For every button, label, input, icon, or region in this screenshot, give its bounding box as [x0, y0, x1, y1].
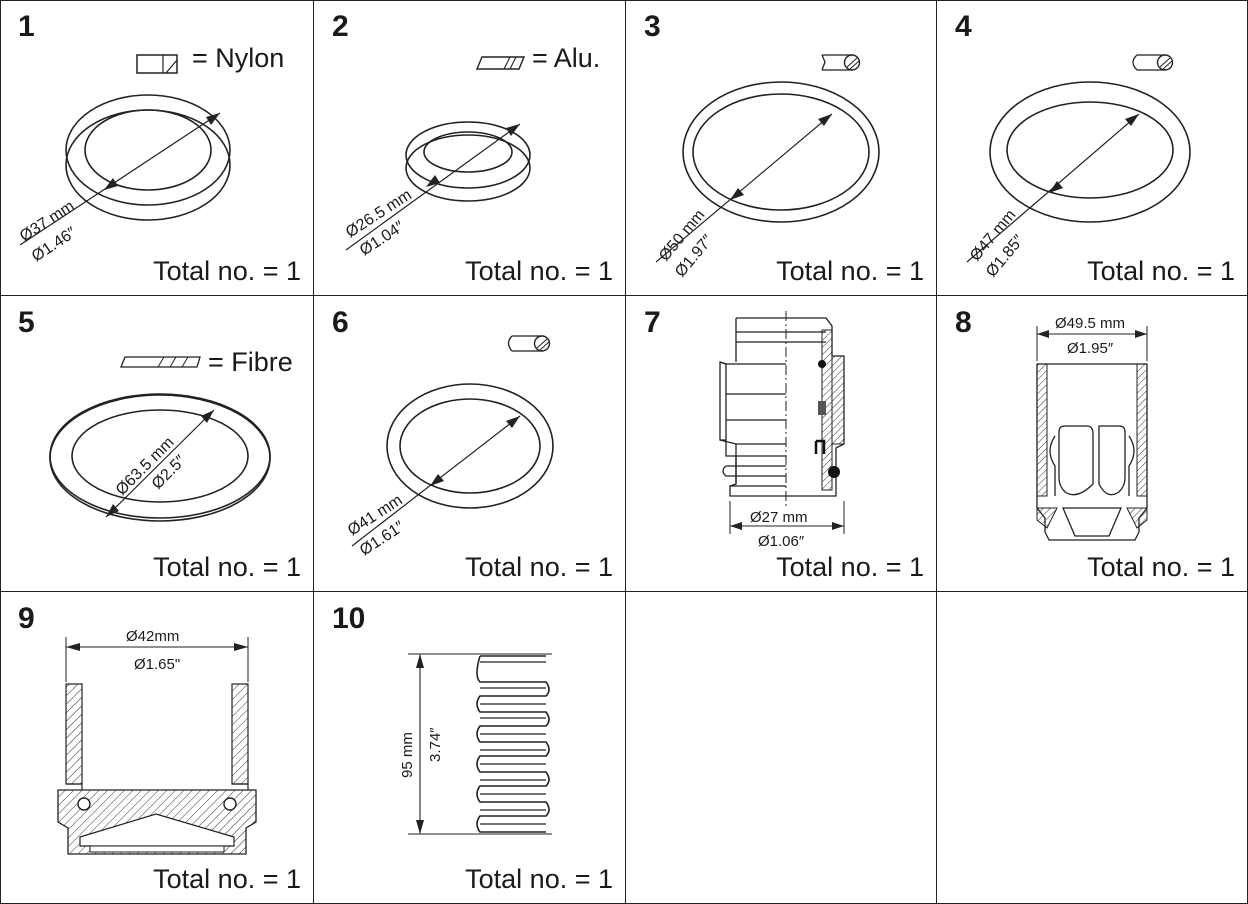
part-number: 2: [332, 10, 349, 43]
section-hatch: [65, 683, 83, 785]
total-count: Total no. = 1: [153, 256, 301, 286]
dimension-inch: Ø1.06″: [758, 533, 805, 550]
total-count: Total no. = 1: [153, 864, 301, 894]
part-number: 4: [955, 10, 972, 43]
nylon-ring-drawing: Ø37 mm Ø1.46″: [17, 54, 231, 265]
material-legend: = Fibre: [208, 347, 293, 377]
ring-body: [65, 94, 231, 221]
part-cell-8: 8 Ø49.5 mm Ø1.95″: [937, 296, 1248, 592]
oring-drawing: Ø50 mm Ø1.97″: [655, 54, 880, 281]
total-count: Total no. = 1: [153, 552, 301, 582]
part-cell-6: 6 Ø41 mm Ø1.61″ Total no. = 1: [314, 296, 626, 592]
oring-section-icon: [821, 54, 861, 71]
oring-section: [77, 797, 91, 811]
valve-insert-drawing: Ø27 mm Ø1.06″: [719, 311, 845, 550]
oring-drawing: Ø41 mm Ø1.61″: [345, 335, 554, 559]
ring-body: [386, 383, 554, 509]
total-count: Total no. = 1: [465, 864, 613, 894]
part-cell-4: 4 Ø47 mm Ø1.85″ Total no. = 1: [937, 0, 1248, 296]
fibre-gasket-drawing: Ø63.5 mm Ø2.5″: [49, 356, 271, 522]
cage-drawing: Ø49.5 mm Ø1.95″: [1036, 315, 1148, 541]
part-cell-2: 2 Ø26.5 mm Ø1.04″ = Alu. Total no. = 1: [314, 0, 626, 296]
dimension-inch: Ø1.65": [134, 656, 180, 673]
total-count: Total no. = 1: [465, 552, 613, 582]
alu-swatch-icon: [475, 56, 526, 70]
alu-ring-drawing: Ø26.5 mm Ø1.04″: [343, 56, 531, 259]
part-number: 10: [332, 602, 366, 635]
part-cell-1: 1 Ø37 mm Ø1.46″ = Nylon Total no. = 1: [0, 0, 314, 296]
part-cell-3: 3 Ø50 mm Ø1.97″ Total no. = 1: [626, 0, 937, 296]
spring-drawing: 95 mm 3.74″: [399, 653, 552, 835]
empty-cell: [626, 592, 937, 904]
part-number: 5: [18, 306, 35, 339]
dimension-mm: Ø42mm: [126, 628, 179, 645]
dimension-inch: 3.74″: [427, 727, 444, 762]
nylon-swatch-icon: [136, 54, 178, 74]
part-cell-10: 10 95 mm 3.74″ Total no. = 1: [314, 592, 626, 904]
fibre-swatch-icon: [120, 356, 201, 368]
spring-coil: [476, 655, 550, 833]
dimension-mm: 95 mm: [399, 732, 416, 778]
section-hatch: [1036, 363, 1048, 497]
part-cell-9: 9 Ø42mm Ø1.65" Total no. = 1: [0, 592, 314, 904]
diameter-line: [345, 123, 521, 251]
total-count: Total no. = 1: [465, 256, 613, 286]
oring-section: [818, 360, 826, 368]
ring-body: [682, 81, 880, 223]
dimension-inch: Ø1.95″: [1067, 340, 1114, 357]
empty-cell: [937, 592, 1248, 904]
part-number: 9: [18, 602, 35, 635]
ring-body: [405, 121, 531, 202]
gasket-body: [49, 393, 271, 522]
ring-body: [989, 81, 1191, 223]
oring-section-icon: [1132, 54, 1174, 71]
part-number: 7: [644, 306, 661, 339]
diameter-line: [19, 112, 221, 246]
part-cell-7: 7 Ø: [626, 296, 937, 592]
part-cell-5: 5 Ø63.5 mm Ø2.5″ = Fibre Total no. = 1: [0, 296, 314, 592]
dimension-mm: Ø27 mm: [750, 509, 808, 526]
total-count: Total no. = 1: [1087, 552, 1235, 582]
dimension-mm: Ø49.5 mm: [1055, 315, 1125, 332]
diameter-line: [655, 113, 833, 263]
part-number: 6: [332, 306, 349, 339]
part-number: 3: [644, 10, 661, 43]
diameter-line: [105, 409, 215, 518]
total-count: Total no. = 1: [776, 256, 924, 286]
total-count: Total no. = 1: [1087, 256, 1235, 286]
part-number: 1: [18, 10, 35, 43]
oring-section-icon: [507, 335, 551, 352]
oring-drawing: Ø47 mm Ø1.85″: [966, 54, 1191, 281]
part-number: 8: [955, 306, 972, 339]
oring-section: [223, 797, 237, 811]
oring-section: [828, 466, 840, 478]
material-legend: = Nylon: [192, 43, 285, 73]
material-legend: = Alu.: [532, 43, 601, 73]
total-count: Total no. = 1: [776, 552, 924, 582]
valve-piston-drawing: Ø42mm Ø1.65": [57, 628, 257, 855]
